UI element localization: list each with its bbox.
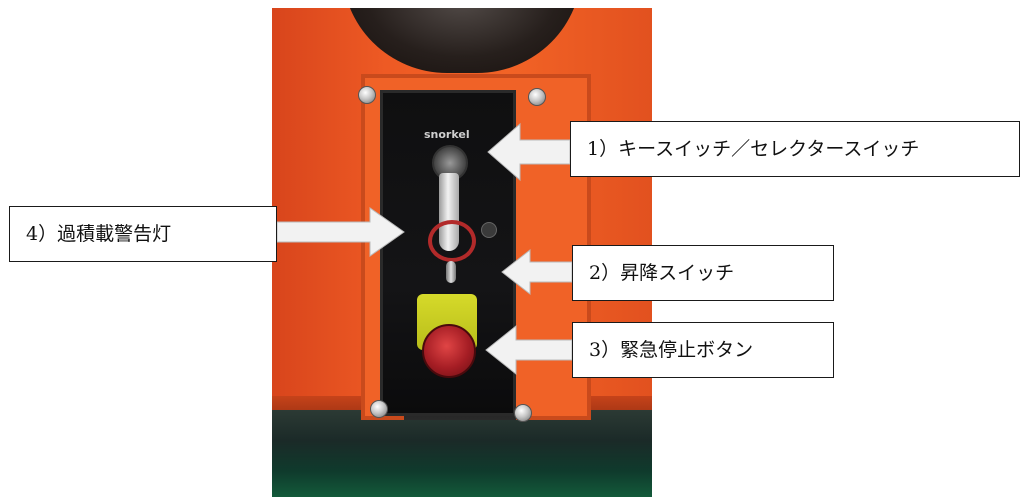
callout-emergency-stop: 3）緊急停止ボタン [572, 322, 834, 378]
bolt-icon [358, 86, 376, 104]
arrow-c1 [487, 122, 571, 182]
brand-logo: snorkel [424, 128, 470, 141]
lift-toggle-switch [446, 261, 456, 283]
callout-overload-lamp: 4）過積載警告灯 [9, 206, 277, 262]
key-ring [428, 220, 476, 262]
arrow-c2 [501, 248, 573, 296]
overload-warning-lamp [481, 222, 497, 238]
bolt-icon [528, 88, 546, 106]
arrow-c3 [485, 324, 573, 376]
arrow-c4 [276, 207, 405, 257]
callout-lift-switch: 2）昇降スイッチ [572, 245, 834, 301]
bolt-icon [514, 404, 532, 422]
callout-key-switch: 1）キースイッチ／セレクタースイッチ [570, 121, 1020, 177]
floor [272, 410, 652, 497]
emergency-stop-button [422, 324, 476, 378]
bolt-icon [370, 400, 388, 418]
